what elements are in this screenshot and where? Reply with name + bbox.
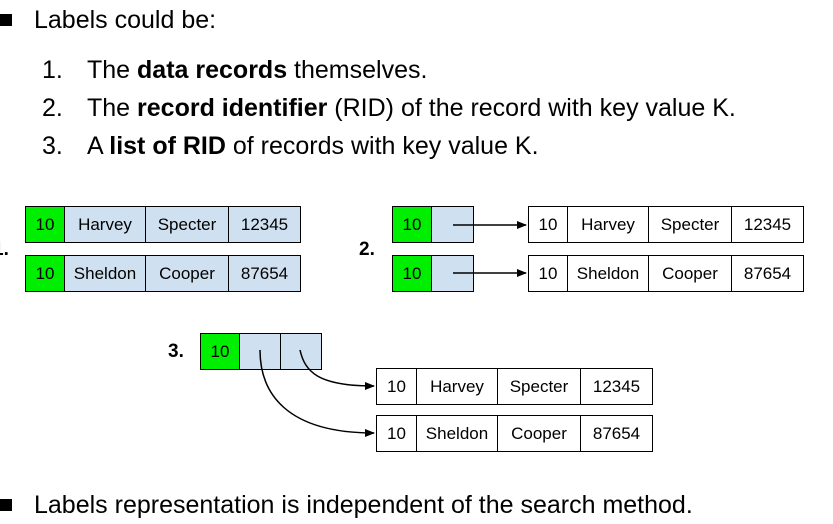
list-item-3: 3.A list of RID of records with key valu… — [42, 132, 539, 160]
bullet-labels-representation: Labels representation is independent of … — [0, 491, 693, 520]
last-name-cell: Cooper — [649, 256, 732, 291]
record-target-3a: 10 Harvey Specter 12345 — [376, 368, 653, 405]
arrow-list-2 — [259, 349, 375, 437]
key-cell: 10 — [26, 256, 65, 291]
id-cell: 10 — [377, 416, 417, 451]
first-name-cell: Harvey — [417, 369, 498, 404]
list-item-2: 2.The record identifier (RID) of the rec… — [42, 94, 736, 122]
record-target-2a: 10 Harvey Specter 12345 — [528, 206, 804, 243]
arrow-list-1 — [299, 349, 375, 390]
bullet-square-icon — [0, 499, 12, 511]
first-name-cell: Harvey — [65, 207, 146, 242]
number-cell: 87654 — [229, 256, 300, 291]
id-cell: 10 — [529, 256, 568, 291]
last-name-cell: Specter — [146, 207, 229, 242]
first-name-cell: Sheldon — [65, 256, 146, 291]
number-cell: 12345 — [229, 207, 300, 242]
diagram-label-3: 3. — [168, 341, 184, 362]
key-cell: 10 — [393, 207, 432, 242]
record-target-3b: 10 Sheldon Cooper 87654 — [376, 415, 653, 452]
last-name-cell: Cooper — [146, 256, 229, 291]
first-name-cell: Sheldon — [417, 416, 498, 451]
last-name-cell: Specter — [498, 369, 581, 404]
record-inline-1: 10 Harvey Specter 12345 — [25, 206, 301, 243]
id-cell: 10 — [377, 369, 417, 404]
number-cell: 12345 — [581, 369, 652, 404]
diagram-label-1: 1. — [0, 239, 9, 260]
bullet-labels-could-be: Labels could be: — [0, 6, 216, 35]
number-cell: 87654 — [581, 416, 652, 451]
key-cell: 10 — [393, 256, 432, 291]
id-cell: 10 — [529, 207, 568, 242]
record-inline-2: 10 Sheldon Cooper 87654 — [25, 255, 301, 292]
number-cell: 12345 — [732, 207, 803, 242]
list-item-1: 1.The data records themselves. — [42, 56, 428, 84]
first-name-cell: Harvey — [568, 207, 649, 242]
number-cell: 87654 — [732, 256, 803, 291]
key-cell: 10 — [26, 207, 65, 242]
last-name-cell: Cooper — [498, 416, 581, 451]
diagram-label-2: 2. — [359, 239, 375, 260]
record-target-2b: 10 Sheldon Cooper 87654 — [528, 255, 804, 292]
key-cell: 10 — [201, 334, 240, 369]
first-name-cell: Sheldon — [568, 256, 649, 291]
last-name-cell: Specter — [649, 207, 732, 242]
bullet-square-icon — [0, 14, 12, 26]
